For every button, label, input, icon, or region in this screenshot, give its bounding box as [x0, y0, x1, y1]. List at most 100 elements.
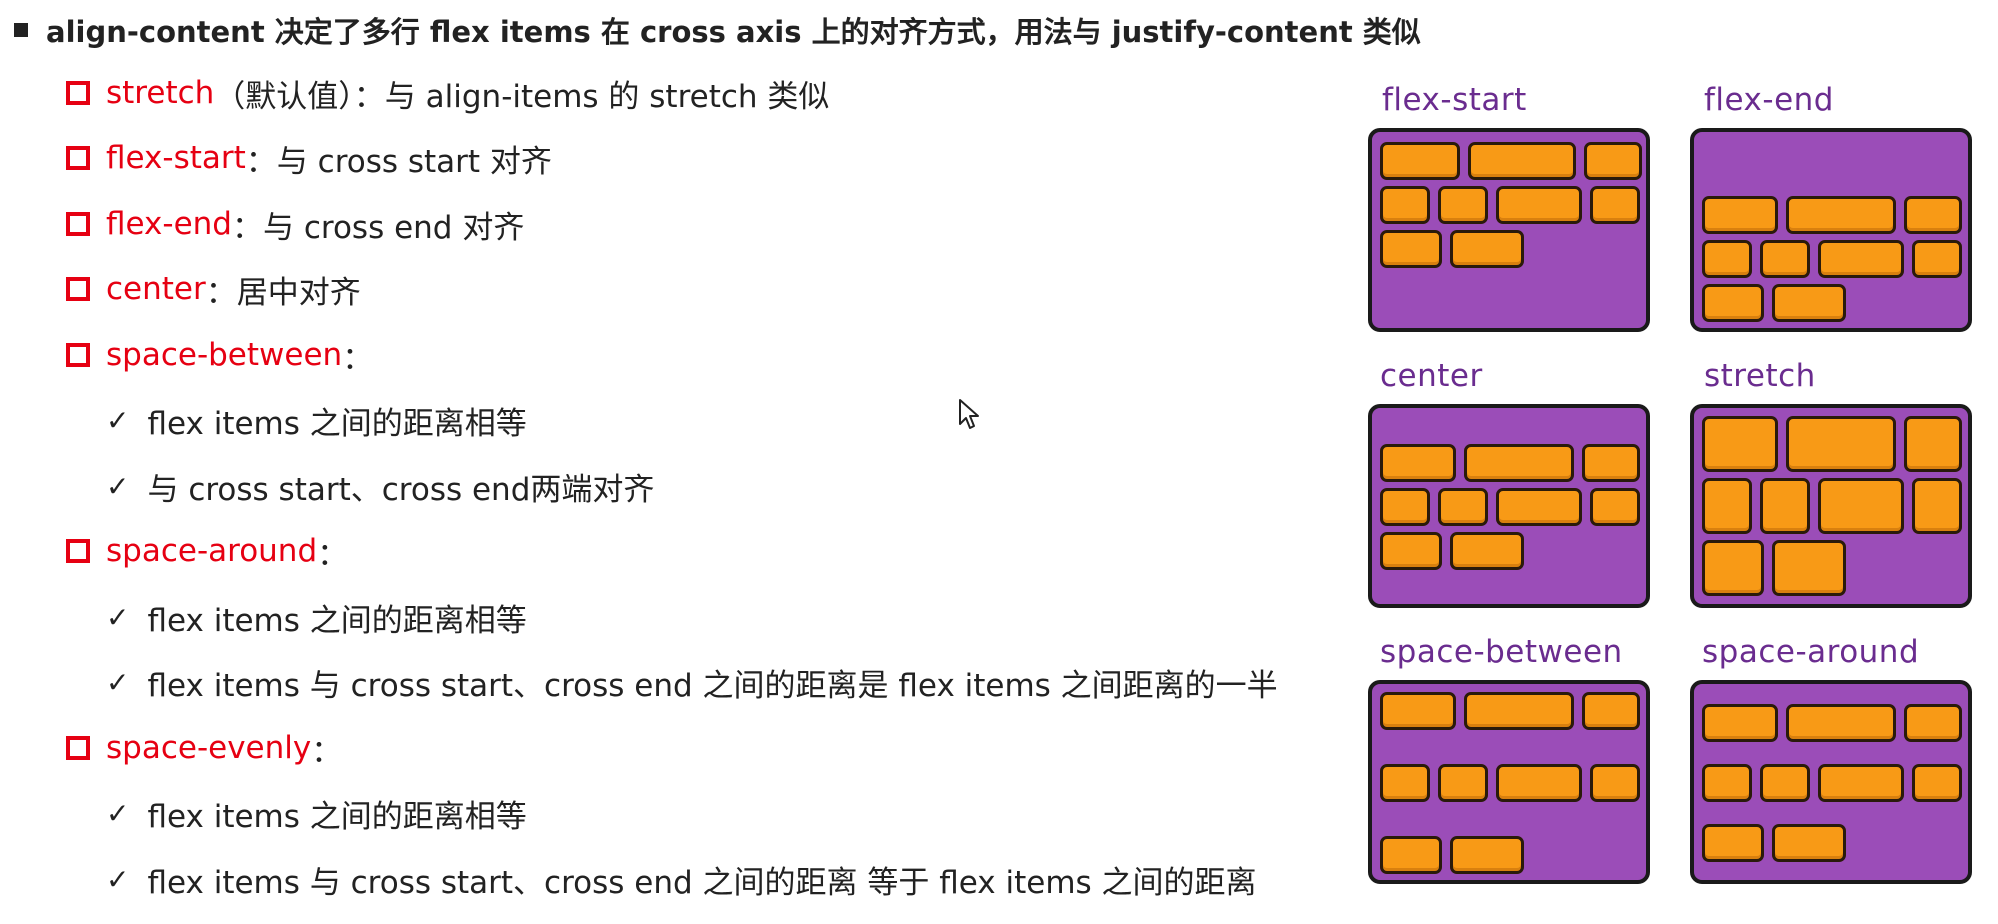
description: ：与 cross end 对齐	[231, 209, 525, 246]
flex-item	[1786, 704, 1896, 742]
flex-item	[1496, 764, 1582, 802]
diagram-label: space-around	[1702, 634, 1920, 670]
keyword: space-around	[106, 533, 318, 569]
flex-container	[1690, 680, 1972, 884]
sub-item-text: flex items 之间的距离相等	[147, 602, 527, 639]
slide-heading: align-content 决定了多行 flex items 在 cross a…	[14, 8, 1421, 52]
list-item-space-evenly: space-evenly：	[66, 725, 342, 771]
diagram-label: center	[1380, 358, 1483, 394]
square-outline-icon	[66, 343, 90, 367]
flex-item	[1702, 824, 1764, 862]
description: ：	[317, 536, 349, 573]
list-item-space-between: space-between：	[66, 332, 373, 378]
flex-item	[1760, 240, 1810, 278]
flex-container	[1368, 404, 1650, 608]
check-icon: ✓	[106, 600, 130, 634]
keyword: center	[106, 271, 206, 307]
flex-container	[1690, 404, 1972, 608]
flex-item	[1702, 540, 1764, 596]
description: （默认值）：与 align-items 的 stretch 类似	[214, 78, 830, 115]
list-item-space-around: space-around：	[66, 528, 348, 574]
flex-item	[1818, 240, 1904, 278]
flex-item	[1380, 230, 1442, 268]
keyword: space-evenly	[106, 730, 312, 766]
diagram-label: stretch	[1704, 358, 1816, 394]
check-icon: ✓	[106, 796, 130, 830]
flex-item	[1380, 836, 1442, 874]
sub-item: ✓ flex items 之间的距离相等	[106, 790, 527, 836]
flex-item	[1590, 764, 1640, 802]
flex-item	[1904, 704, 1962, 742]
flex-item	[1818, 764, 1904, 802]
keyword: flex-end	[106, 206, 232, 242]
flex-item	[1818, 478, 1904, 534]
flex-item	[1438, 488, 1488, 526]
flex-item	[1702, 240, 1752, 278]
flex-container	[1690, 128, 1972, 332]
flex-item	[1590, 488, 1640, 526]
flex-item	[1468, 142, 1576, 180]
list-item-flex-end: flex-end：与 cross end 对齐	[66, 201, 524, 247]
description: ：	[311, 733, 343, 770]
flex-item	[1702, 284, 1764, 322]
flex-container	[1368, 680, 1650, 884]
check-icon: ✓	[106, 665, 130, 699]
keyword: stretch	[106, 75, 215, 111]
flex-item	[1438, 764, 1488, 802]
square-outline-icon	[66, 736, 90, 760]
flex-item	[1772, 824, 1846, 862]
sub-item-text: flex items 之间的距离相等	[147, 798, 527, 835]
flex-item	[1496, 488, 1582, 526]
sub-item: ✓ flex items 与 cross start、cross end 之间的…	[106, 659, 1278, 705]
heading-text: align-content 决定了多行 flex items 在 cross a…	[46, 15, 1421, 49]
flex-item	[1380, 764, 1430, 802]
flex-item	[1702, 764, 1752, 802]
keyword: flex-start	[106, 140, 246, 176]
sub-item: ✓ 与 cross start、cross end两端对齐	[106, 463, 654, 509]
flex-item	[1450, 532, 1524, 570]
flex-item	[1584, 142, 1642, 180]
flex-item	[1904, 416, 1962, 472]
check-icon: ✓	[106, 403, 130, 437]
square-outline-icon	[66, 146, 90, 170]
flex-item	[1772, 284, 1846, 322]
list-item-center: center：居中对齐	[66, 266, 361, 312]
diagram-label: flex-end	[1704, 82, 1834, 118]
diagram-label: flex-start	[1382, 82, 1527, 118]
description: ：与 cross start 对齐	[245, 143, 552, 180]
sub-item: ✓ flex items 之间的距离相等	[106, 397, 527, 443]
sub-item: ✓ flex items 之间的距离相等	[106, 594, 527, 640]
flex-item	[1464, 692, 1574, 730]
sub-item-text: flex items 与 cross start、cross end 之间的距离…	[147, 667, 1278, 704]
flex-item	[1786, 196, 1896, 234]
flex-item	[1438, 186, 1488, 224]
flex-item	[1760, 478, 1810, 534]
flex-item	[1380, 142, 1460, 180]
flex-item	[1702, 478, 1752, 534]
mouse-cursor-icon	[959, 399, 979, 429]
sub-item-text: flex items 之间的距离相等	[147, 405, 527, 442]
flex-item	[1912, 478, 1962, 534]
flex-item	[1496, 186, 1582, 224]
flex-container	[1368, 128, 1650, 332]
square-outline-icon	[66, 277, 90, 301]
flex-item	[1702, 196, 1778, 234]
diagram-label: space-between	[1380, 634, 1623, 670]
description: ：	[342, 340, 374, 377]
square-outline-icon	[66, 539, 90, 563]
flex-item	[1786, 416, 1896, 472]
sub-item-text: 与 cross start、cross end两端对齐	[147, 471, 655, 508]
square-outline-icon	[66, 81, 90, 105]
flex-item	[1702, 416, 1778, 472]
flex-item	[1590, 186, 1640, 224]
flex-item	[1380, 692, 1456, 730]
flex-item	[1772, 540, 1846, 596]
flex-item	[1380, 444, 1456, 482]
keyword: space-between	[106, 337, 343, 373]
list-item-flex-start: flex-start：与 cross start 对齐	[66, 135, 552, 181]
check-icon: ✓	[106, 862, 130, 896]
square-outline-icon	[66, 212, 90, 236]
flex-item	[1464, 444, 1574, 482]
sub-item: ✓ flex items 与 cross start、cross end 之间的…	[106, 856, 1257, 902]
check-icon: ✓	[106, 469, 130, 503]
